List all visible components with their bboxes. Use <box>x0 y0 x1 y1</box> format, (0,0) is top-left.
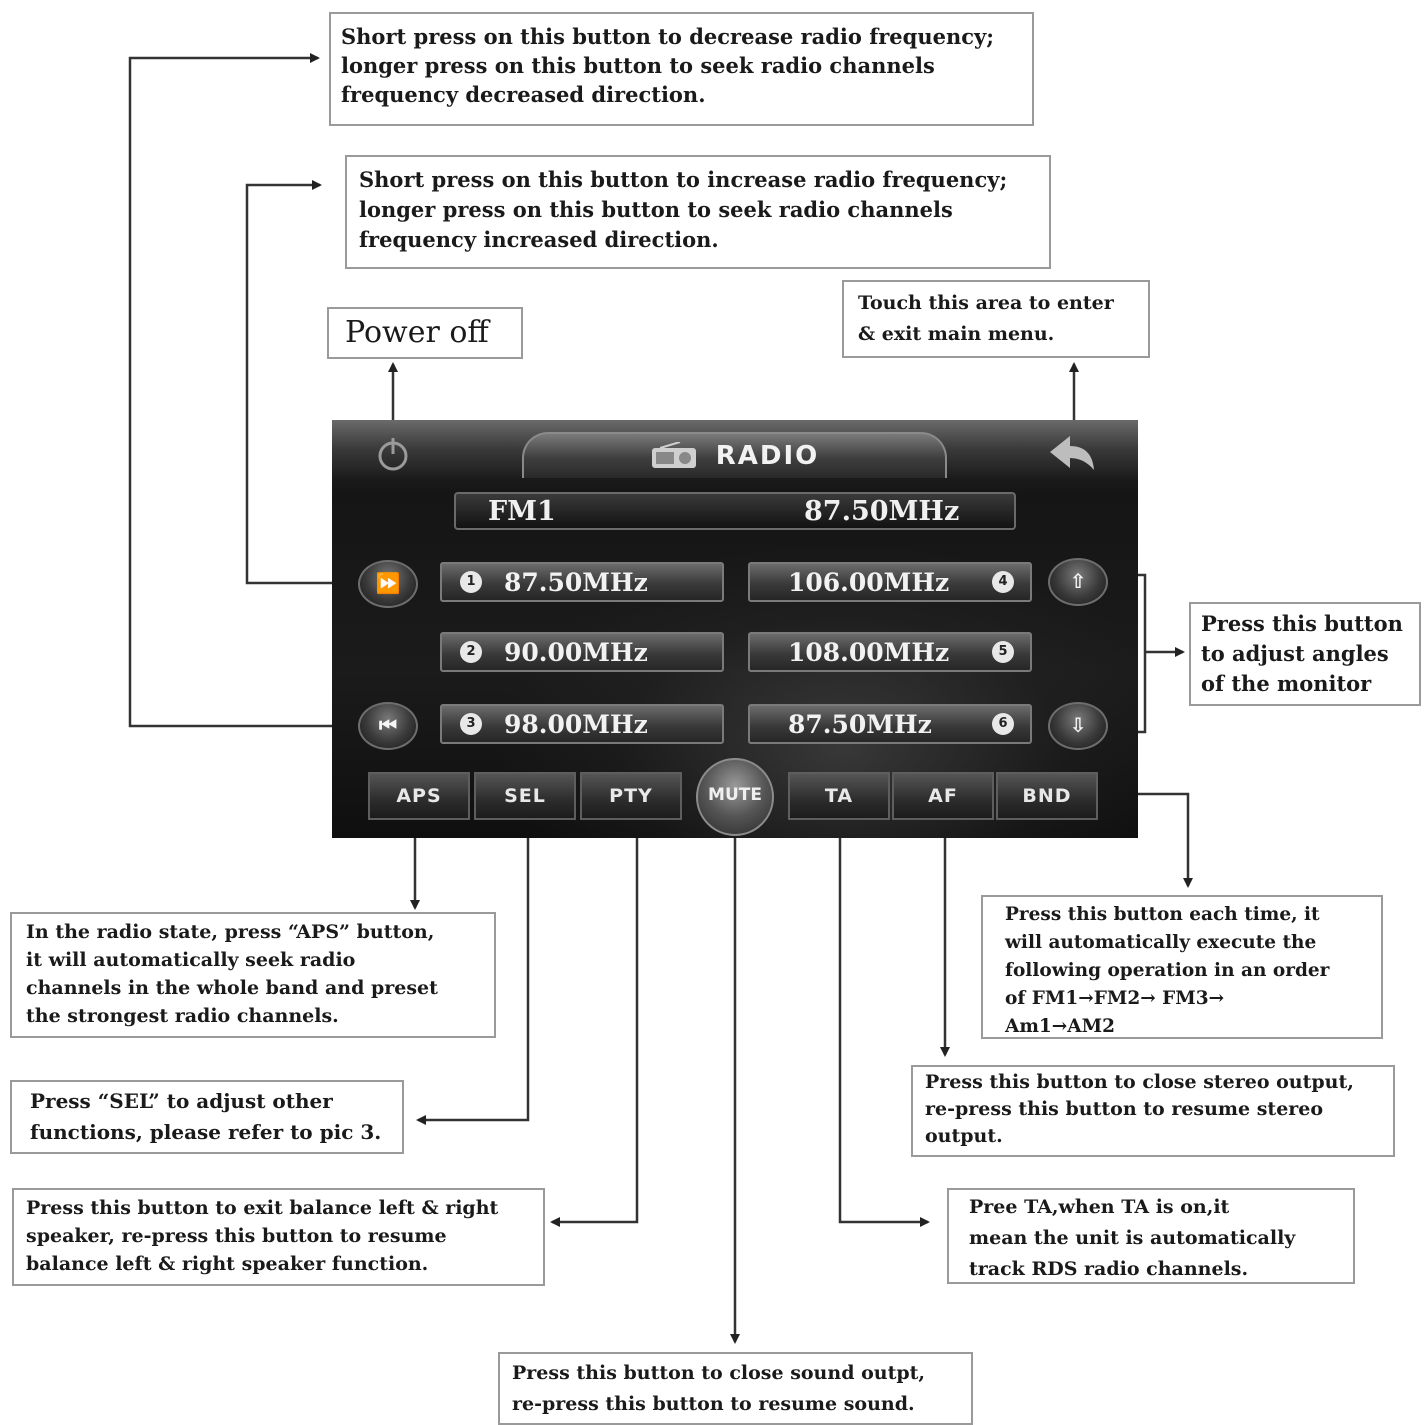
down-arrow-icon: ⇩ <box>1069 713 1087 737</box>
bnd-callout-text: Press this button each time, it will aut… <box>1005 904 1330 1037</box>
next-button[interactable]: ⏩ <box>358 560 418 608</box>
preset-4[interactable]: 106.00MHz 4 <box>748 562 1032 602</box>
preset-3[interactable]: 3 98.00MHz <box>440 704 724 744</box>
preset-frequency: 87.50MHz <box>788 710 932 739</box>
preset-number: 1 <box>460 571 482 593</box>
preset-number: 2 <box>460 641 482 663</box>
sel-callout: Press “SEL” to adjust other functions, p… <box>10 1080 404 1154</box>
band-label: FM1 <box>488 496 556 527</box>
previous-track-icon: ⏮ <box>379 713 397 737</box>
aps-callout: In the radio state, press “APS” button, … <box>10 912 496 1038</box>
current-frequency: 87.50MHz <box>804 496 960 527</box>
af-callout-text: Press this button to close stereo output… <box>925 1071 1354 1147</box>
preset-number: 5 <box>992 641 1014 663</box>
preset-1[interactable]: 1 87.50MHz <box>440 562 724 602</box>
preset-6[interactable]: 87.50MHz 6 <box>748 704 1032 744</box>
menu-callout-text: Touch this area to enter & exit main men… <box>858 292 1114 345</box>
up-arrow-icon: ⇧ <box>1069 569 1087 593</box>
preset-number: 6 <box>992 713 1014 735</box>
aps-callout-text: In the radio state, press “APS” button, … <box>26 921 438 1027</box>
back-arrow-icon <box>1050 436 1094 470</box>
preset-number: 4 <box>992 571 1014 593</box>
mute-callout-text: Press this button to close sound outpt, … <box>512 1362 926 1415</box>
angle-down-button[interactable]: ⇩ <box>1048 702 1108 750</box>
preset-5[interactable]: 108.00MHz 5 <box>748 632 1032 672</box>
sel-callout-text: Press “SEL” to adjust other functions, p… <box>30 1089 382 1144</box>
angle-callout-text: Press this button to adjust angles of th… <box>1201 611 1403 696</box>
preset-frequency: 98.00MHz <box>504 710 648 739</box>
radio-icon <box>651 442 696 468</box>
next-track-icon: ⏩ <box>375 571 401 595</box>
ta-callout: Pree TA,when TA is on,it mean the unit i… <box>947 1188 1355 1284</box>
ta-callout-text: Pree TA,when TA is on,it mean the unit i… <box>969 1196 1296 1280</box>
sel-button[interactable]: SEL <box>474 772 576 820</box>
bnd-button[interactable]: BND <box>996 772 1098 820</box>
preset-frequency: 90.00MHz <box>504 638 648 667</box>
seek-up-callout: Short press on this button to increase r… <box>345 155 1051 269</box>
power-callout: Power off <box>327 307 523 359</box>
angle-up-button[interactable]: ⇧ <box>1048 558 1108 606</box>
seek-up-callout-text: Short press on this button to increase r… <box>359 167 1008 252</box>
power-callout-text: Power off <box>345 315 489 350</box>
pty-callout: Press this button to exit balance left &… <box>12 1188 545 1286</box>
angle-callout: Press this button to adjust angles of th… <box>1189 602 1421 706</box>
menu-callout: Touch this area to enter & exit main men… <box>842 280 1150 358</box>
af-callout: Press this button to close stereo output… <box>911 1065 1395 1157</box>
mute-callout: Press this button to close sound outpt, … <box>498 1352 973 1425</box>
pty-button[interactable]: PTY <box>580 772 682 820</box>
title-tab: RADIO <box>522 432 947 478</box>
preset-2[interactable]: 2 90.00MHz <box>440 632 724 672</box>
preset-frequency: 87.50MHz <box>504 568 648 597</box>
af-button[interactable]: AF <box>892 772 994 820</box>
bnd-callout: Press this button each time, it will aut… <box>981 895 1383 1039</box>
ta-button[interactable]: TA <box>788 772 890 820</box>
power-button[interactable] <box>372 432 414 474</box>
previous-button[interactable]: ⏮ <box>358 702 418 750</box>
aps-button[interactable]: APS <box>368 772 470 820</box>
back-button[interactable] <box>1044 430 1100 474</box>
screen-title: RADIO <box>715 441 820 471</box>
seek-down-callout-text: Short press on this button to decrease r… <box>341 24 994 107</box>
seek-down-callout: Short press on this button to decrease r… <box>329 12 1034 126</box>
frequency-display: FM1 87.50MHz <box>454 492 1016 530</box>
preset-number: 3 <box>460 713 482 735</box>
mute-button[interactable]: MUTE <box>696 758 774 836</box>
preset-frequency: 106.00MHz <box>788 568 950 597</box>
radio-screen: RADIO FM1 87.50MHz ⏩ ⏮ ⇧ ⇩ 1 87.50MHz 2 … <box>332 420 1138 838</box>
power-icon <box>378 438 408 471</box>
pty-callout-text: Press this button to exit balance left &… <box>26 1197 499 1275</box>
preset-frequency: 108.00MHz <box>788 638 950 667</box>
